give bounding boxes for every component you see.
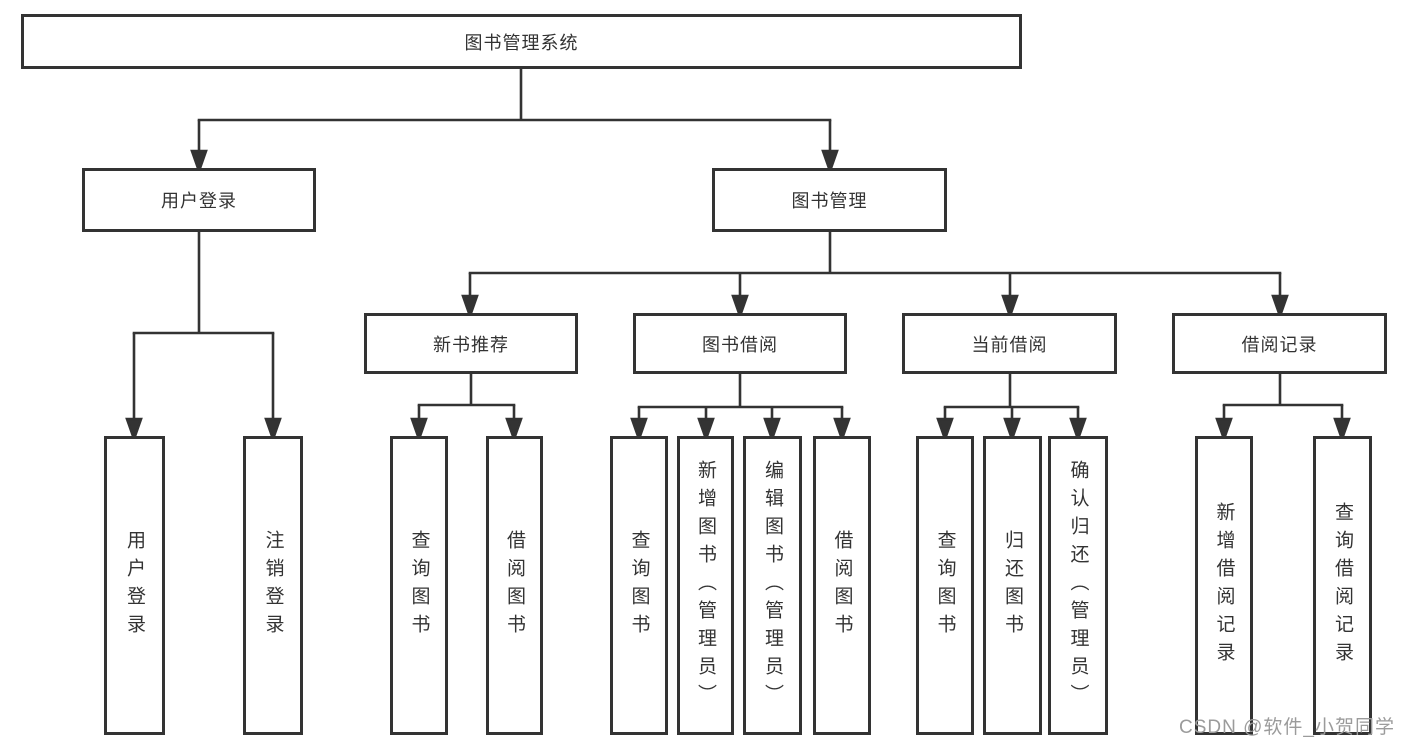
- node-borrowing-records: 借阅记录: [1172, 313, 1387, 374]
- node-user-login: 用户登录: [82, 168, 316, 232]
- leaf-query-books-1: 查询图书: [390, 436, 448, 735]
- arrow-down-icon: [461, 294, 479, 320]
- leaf-query-books-3: 查询图书: [916, 436, 974, 735]
- node-book-borrowing: 图书借阅: [633, 313, 847, 374]
- node-new-book-recommend: 新书推荐: [364, 313, 578, 374]
- node-root-label: 图书管理系统: [464, 32, 579, 53]
- arrow-down-icon: [821, 149, 839, 175]
- leaf-query-books-3-label: 查询图书: [934, 529, 956, 642]
- arrow-down-icon: [1069, 417, 1087, 443]
- arrow-down-icon: [1271, 294, 1289, 320]
- arrow-down-icon: [1215, 417, 1233, 443]
- leaf-borrow-books-1: 借阅图书: [486, 436, 543, 735]
- leaf-add-borrow-record: 新增借阅记录: [1195, 436, 1253, 735]
- leaf-query-books-1-label: 查询图书: [408, 529, 430, 642]
- leaf-edit-books-admin-label: 编辑图书（管理员）: [762, 459, 783, 712]
- arrow-down-icon: [936, 417, 954, 443]
- arrow-down-icon: [763, 417, 781, 443]
- node-current-borrowing: 当前借阅: [902, 313, 1117, 374]
- leaf-return-books-label: 归还图书: [1002, 529, 1023, 642]
- leaf-add-books-admin-label: 新增图书（管理员）: [695, 459, 716, 712]
- arrow-down-icon: [190, 149, 208, 175]
- leaf-return-books: 归还图书: [983, 436, 1042, 735]
- leaf-logout-label: 注销登录: [262, 529, 284, 642]
- arrow-down-icon: [1001, 294, 1019, 320]
- node-book-management-label: 图书管理: [791, 191, 868, 211]
- leaf-query-books-2-label: 查询图书: [628, 529, 650, 642]
- node-user-login-label: 用户登录: [161, 191, 237, 211]
- leaf-borrow-books-2: 借阅图书: [813, 436, 871, 735]
- arrow-down-icon: [1003, 417, 1021, 443]
- leaf-query-borrow-record: 查询借阅记录: [1313, 436, 1372, 735]
- leaf-user-login: 用户登录: [104, 436, 165, 735]
- leaf-logout: 注销登录: [243, 436, 303, 735]
- arrow-down-icon: [505, 417, 523, 443]
- arrow-down-icon: [697, 417, 715, 443]
- leaf-confirm-return-admin-label: 确认归还（管理员）: [1067, 459, 1089, 712]
- node-borrowing-records-label: 借阅记录: [1241, 334, 1318, 355]
- arrow-down-icon: [125, 417, 143, 443]
- node-new-book-recommend-label: 新书推荐: [433, 334, 509, 355]
- leaf-query-books-2: 查询图书: [610, 436, 668, 735]
- node-book-management: 图书管理: [712, 168, 947, 232]
- arrow-down-icon: [1333, 417, 1351, 443]
- leaf-confirm-return-admin: 确认归还（管理员）: [1048, 436, 1108, 735]
- node-book-borrowing-label: 图书借阅: [702, 334, 778, 355]
- arrow-down-icon: [731, 294, 749, 320]
- leaf-edit-books-admin: 编辑图书（管理员）: [743, 436, 802, 735]
- csdn-watermark: CSDN @软件_小贺同学: [1179, 717, 1395, 738]
- leaf-add-borrow-record-label: 新增借阅记录: [1213, 501, 1235, 670]
- leaf-borrow-books-2-label: 借阅图书: [831, 529, 853, 642]
- leaf-user-login-label: 用户登录: [124, 529, 145, 642]
- arrow-down-icon: [833, 417, 851, 443]
- arrow-down-icon: [264, 417, 282, 443]
- arrow-down-icon: [630, 417, 648, 443]
- arrow-down-icon: [410, 417, 428, 443]
- leaf-borrow-books-1-label: 借阅图书: [504, 529, 525, 642]
- node-root: 图书管理系统: [21, 14, 1022, 69]
- leaf-add-books-admin: 新增图书（管理员）: [677, 436, 734, 735]
- leaf-query-borrow-record-label: 查询借阅记录: [1332, 501, 1353, 670]
- node-current-borrowing-label: 当前借阅: [971, 334, 1048, 355]
